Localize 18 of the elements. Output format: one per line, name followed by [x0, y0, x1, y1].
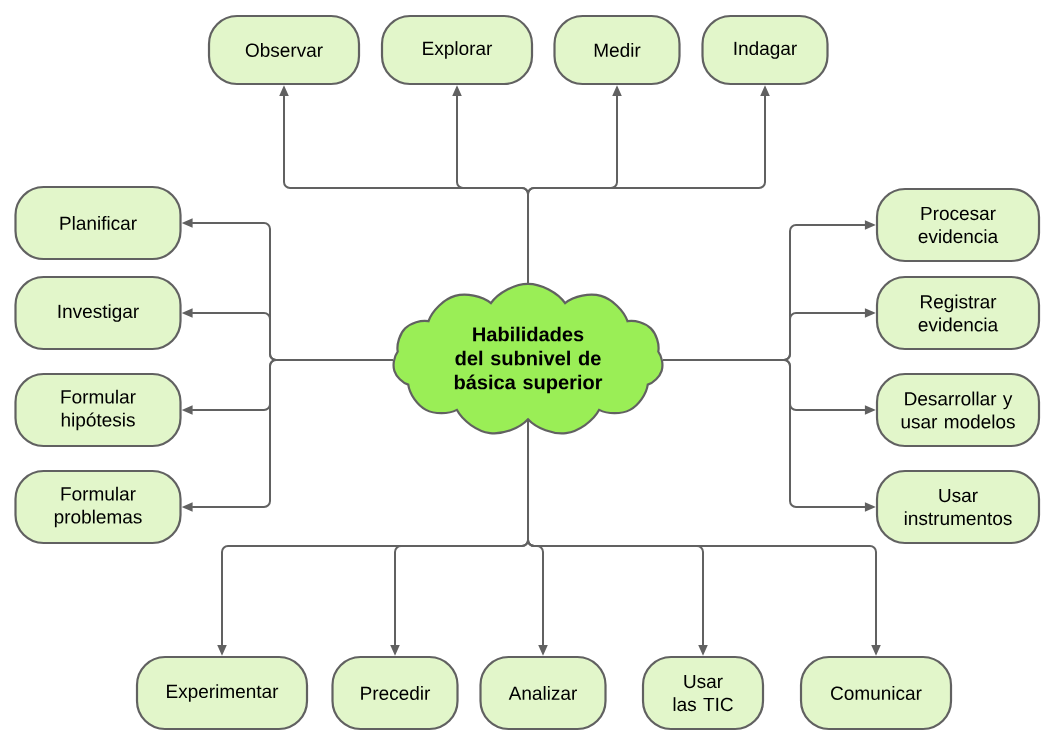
skill-box: Experimentar [135, 655, 309, 731]
skill-box: Formular problemas [14, 469, 182, 545]
skill-box: Analizar [479, 655, 607, 731]
central-cloud: Habilidades del subnivel de básica superior [392, 282, 664, 435]
skill-box: Indagar [701, 14, 829, 86]
skill-box: Medir [553, 14, 681, 86]
skill-box: Registrar evidencia [875, 275, 1041, 351]
skill-box: Precedir [331, 655, 459, 731]
skill-box: Explorar [380, 14, 534, 86]
skill-box: Usar instrumentos [875, 469, 1041, 545]
skill-box: Comunicar [799, 655, 953, 731]
skill-box: Investigar [14, 275, 182, 351]
skill-box: Procesar evidencia [875, 187, 1041, 263]
skill-box: Planificar [14, 185, 182, 261]
skill-box: Formular hipótesis [14, 372, 182, 448]
skill-box: Desarrollar y usar modelos [875, 372, 1041, 448]
skill-box: Usar las TIC [641, 655, 765, 731]
skill-box: Observar [207, 14, 361, 86]
